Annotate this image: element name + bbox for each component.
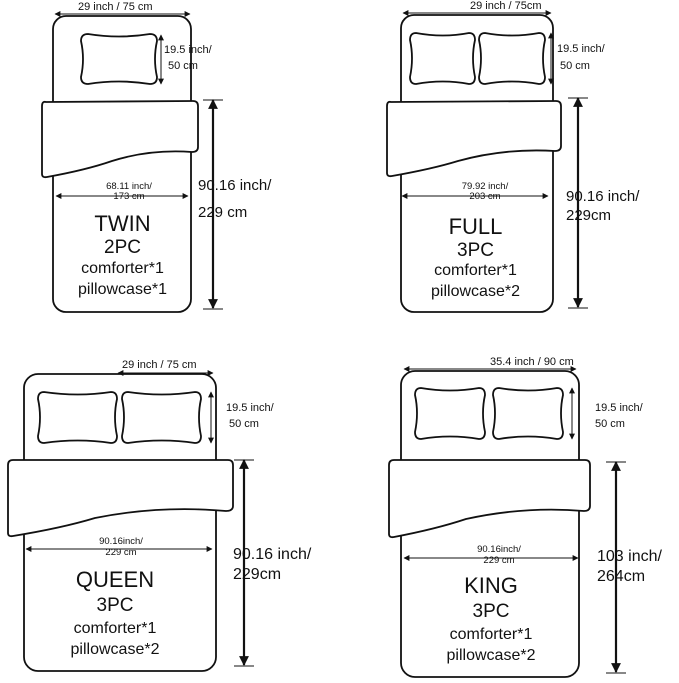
full-pillow-right-shape (478, 32, 546, 85)
queen-comforter-width-label-line1: 90.16inch/ (99, 536, 143, 547)
full-piece-count: 3PC (457, 240, 494, 261)
queen-pillow-right-shape (121, 391, 202, 444)
king-pillow-left-shape (414, 387, 486, 440)
twin-item-pillowcase: pillowcase*1 (78, 281, 167, 298)
queen-piece-count: 3PC (96, 595, 134, 616)
twin-pillow-shape (80, 33, 158, 85)
twin-length-label-line1: 90.16 inch/ (198, 177, 272, 194)
king-length-label-line1: 103 inch/ (597, 548, 662, 565)
queen-pillow-width-label: 29 inch / 75 cm (122, 359, 197, 371)
twin-comforter-width-label-line2: 173 cm (113, 191, 145, 202)
full-pillow-left-shape (409, 32, 476, 85)
queen-comforter-width-label-line2: 229 cm (105, 547, 137, 558)
full-item-comforter: comforter*1 (434, 262, 517, 279)
queen-item-comforter: comforter*1 (73, 620, 157, 637)
twin-pillow-height-label-line2: 50 cm (168, 60, 198, 72)
full-length-label-line1: 90.16 inch/ (566, 188, 640, 205)
queen-length-label-line1: 90.16 inch/ (233, 546, 312, 563)
full-comforter-width-label-line1: 79.92 inch/ (461, 181, 509, 192)
twin-comforter-shape (41, 100, 199, 179)
king-pillow-right-shape (492, 387, 564, 440)
full-item-pillowcase: pillowcase*2 (431, 283, 520, 300)
king-comforter-width-label-line1: 90.16inch/ (477, 544, 521, 555)
full-pillow-height-label-line1: 19.5 inch/ (557, 43, 605, 55)
twin-length-label-line2: 229 cm (198, 204, 248, 221)
queen-pillow-height-label-line2: 50 cm (229, 418, 259, 430)
twin-pillow-height-label-line1: 19.5 inch/ (164, 44, 212, 56)
queen-pillow-left-shape (37, 391, 118, 444)
king-comforter-width-label-line2: 229 cm (483, 555, 515, 566)
king-item-comforter: comforter*1 (449, 626, 533, 643)
king-piece-count: 3PC (472, 601, 510, 622)
king-pillow-height-label-line2: 50 cm (595, 418, 625, 430)
twin-pillow-width-label: 29 inch / 75 cm (78, 1, 153, 13)
king-length-label-line2: 264cm (597, 568, 646, 585)
full-bed (386, 14, 562, 313)
full-length-label-line2: 229cm (566, 207, 612, 224)
queen-dimension-lines (25, 370, 254, 667)
queen-comforter-shape (7, 459, 234, 538)
king-item-pillowcase: pillowcase*2 (446, 647, 536, 664)
full-dimension-lines (401, 10, 588, 309)
twin-size-name: TWIN (94, 211, 151, 236)
king-pillow-height-label-line1: 19.5 inch/ (595, 402, 643, 414)
twin-piece-count: 2PC (104, 237, 141, 258)
twin-dimension-lines (54, 11, 223, 310)
queen-pillow-height-label-line1: 19.5 inch/ (226, 402, 274, 414)
full-comforter-width-label-line2: 203 cm (469, 191, 501, 202)
twin-comforter-width-label-line1: 68.11 inch/ (106, 181, 152, 192)
full-size-name: FULL (448, 214, 503, 239)
king-dimension-lines (403, 366, 626, 674)
full-pillow-height-label-line2: 50 cm (560, 60, 590, 72)
king-pillow-width-label: 35.4 inch / 90 cm (490, 356, 574, 368)
full-pillow-width-label: 29 inch / 75cm (470, 0, 542, 12)
queen-size-name: QUEEN (75, 567, 155, 592)
twin-item-comforter: comforter*1 (81, 260, 164, 277)
full-comforter-shape (386, 100, 562, 178)
king-comforter-shape (388, 459, 591, 539)
queen-length-label-line2: 229cm (233, 566, 282, 583)
queen-item-pillowcase: pillowcase*2 (70, 641, 160, 658)
king-size-name: KING (464, 573, 518, 598)
